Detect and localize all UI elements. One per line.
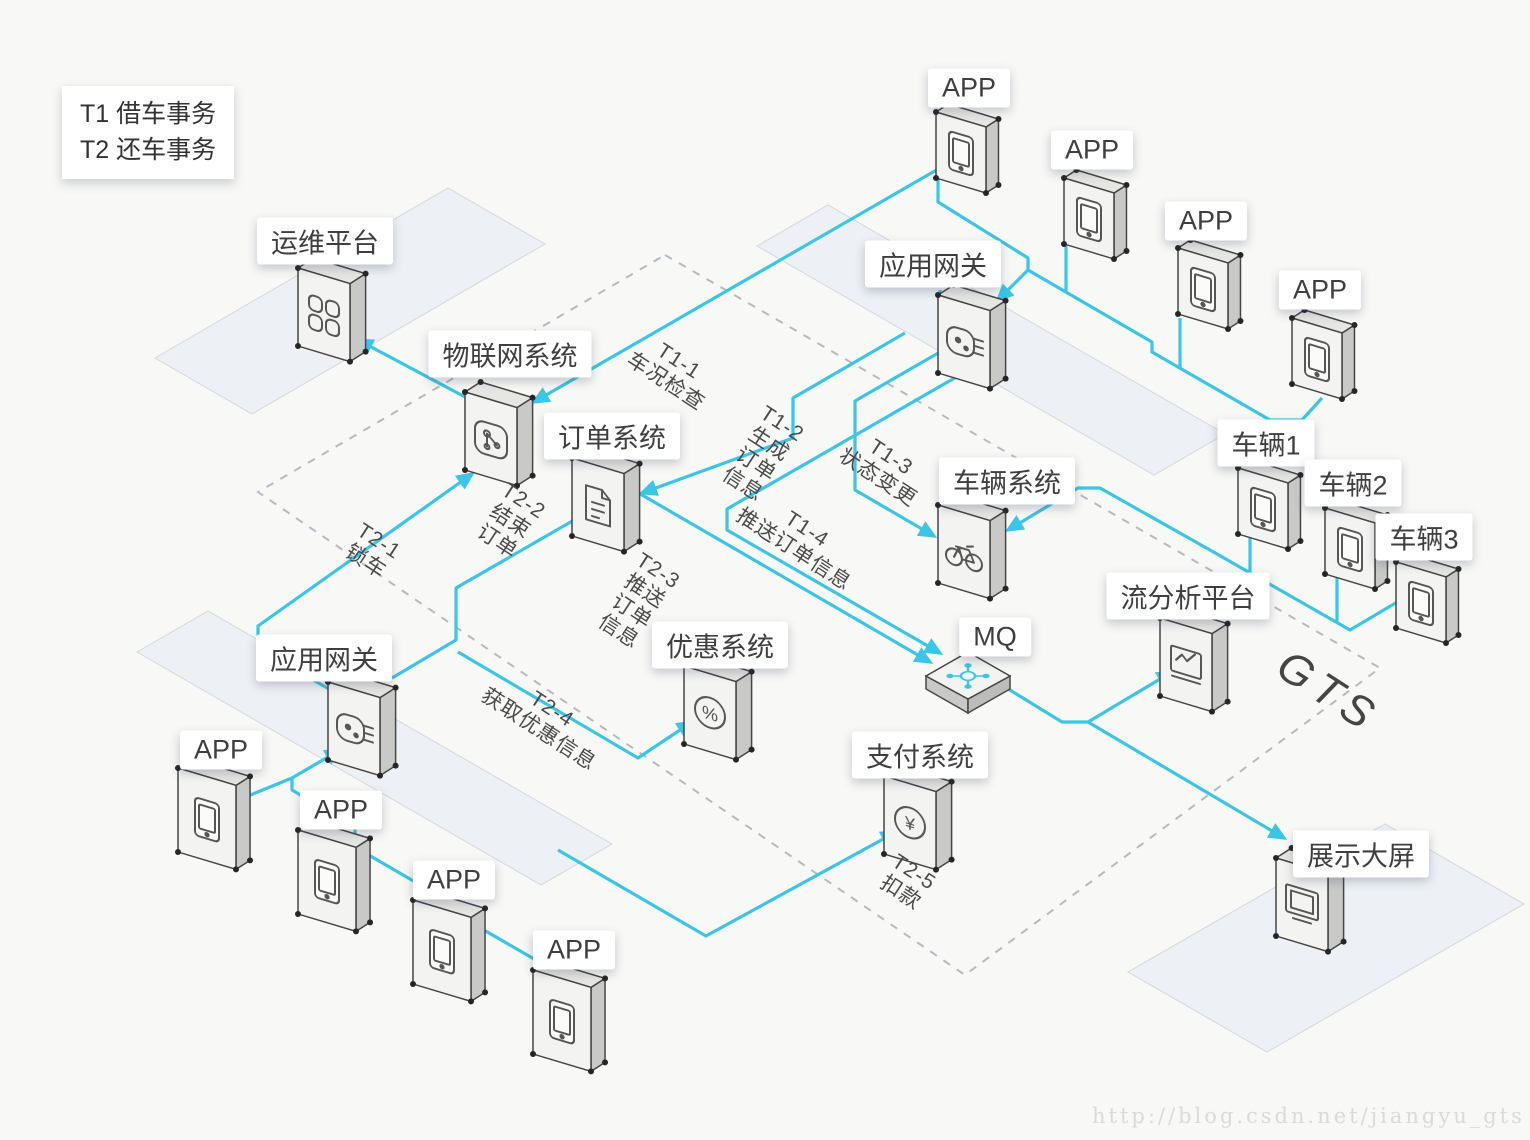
iot-to-ops bbox=[354, 338, 468, 400]
chip-icon bbox=[946, 326, 984, 358]
mq-device bbox=[924, 651, 1012, 715]
percent-icon: % bbox=[694, 696, 726, 730]
display-icon bbox=[1285, 883, 1319, 925]
phone-icon bbox=[1250, 486, 1276, 533]
phone-icon bbox=[1190, 266, 1216, 313]
vehicle-1-device bbox=[1235, 457, 1304, 552]
gts-region-boundary bbox=[256, 253, 1382, 977]
t2-3-line bbox=[629, 486, 934, 664]
stream-platform-device bbox=[1157, 605, 1231, 715]
yen-icon: ¥ bbox=[894, 806, 926, 840]
app-bottom-4-device bbox=[530, 958, 609, 1075]
apps-top-arrow bbox=[995, 268, 1030, 303]
t1-2-line bbox=[638, 331, 906, 496]
phone-icon bbox=[549, 999, 575, 1045]
t2-5-line bbox=[557, 830, 900, 938]
hub-icon bbox=[946, 663, 990, 689]
phone-icon bbox=[948, 130, 974, 177]
t1-4-line bbox=[725, 370, 966, 655]
app-top-4-device bbox=[1289, 307, 1358, 402]
share-icon bbox=[474, 420, 508, 460]
app-gateway-top-device bbox=[935, 282, 1009, 392]
app-bottom-2-device bbox=[295, 818, 374, 935]
phone-icon bbox=[1076, 196, 1102, 243]
phone-icon bbox=[1304, 336, 1330, 383]
ops-platform-device bbox=[295, 255, 369, 365]
iot-system-device bbox=[462, 379, 536, 489]
vehicle-system-device bbox=[935, 492, 1009, 602]
doc-icon bbox=[585, 484, 611, 528]
coupon-system-device: % bbox=[681, 653, 755, 763]
chart-icon bbox=[1170, 644, 1202, 686]
order-system-device bbox=[569, 445, 643, 555]
t2-4-line bbox=[457, 650, 696, 760]
phone-icon bbox=[1337, 526, 1363, 573]
phone-icon bbox=[194, 797, 220, 843]
bike-icon bbox=[945, 545, 983, 573]
app-top-1-device bbox=[933, 101, 1002, 196]
app-bottom-3-device bbox=[410, 888, 489, 1005]
app-gateway-bottom-device bbox=[325, 669, 399, 779]
vehicle-2-device bbox=[1322, 497, 1391, 592]
svg-text:%: % bbox=[702, 701, 718, 726]
grid-icon bbox=[308, 294, 340, 338]
vehicle-3-device bbox=[1393, 551, 1462, 646]
app-bottom-1-leg bbox=[242, 776, 293, 800]
t2-2-line bbox=[391, 510, 592, 680]
mq-to-display bbox=[999, 682, 1288, 840]
app-top-3-device bbox=[1175, 237, 1244, 332]
svg-text:¥: ¥ bbox=[904, 811, 916, 835]
app-bottom-1-device bbox=[175, 756, 254, 873]
t1-1-line bbox=[530, 166, 941, 404]
phone-icon bbox=[314, 859, 340, 905]
app-top-2-device bbox=[1061, 167, 1130, 262]
display-screen-device bbox=[1273, 845, 1347, 955]
mq-to-stream bbox=[1087, 670, 1176, 724]
payment-system-device: ¥ bbox=[881, 763, 955, 873]
chip-icon bbox=[336, 713, 374, 745]
phone-icon bbox=[1408, 580, 1434, 627]
phone-icon bbox=[429, 929, 455, 975]
